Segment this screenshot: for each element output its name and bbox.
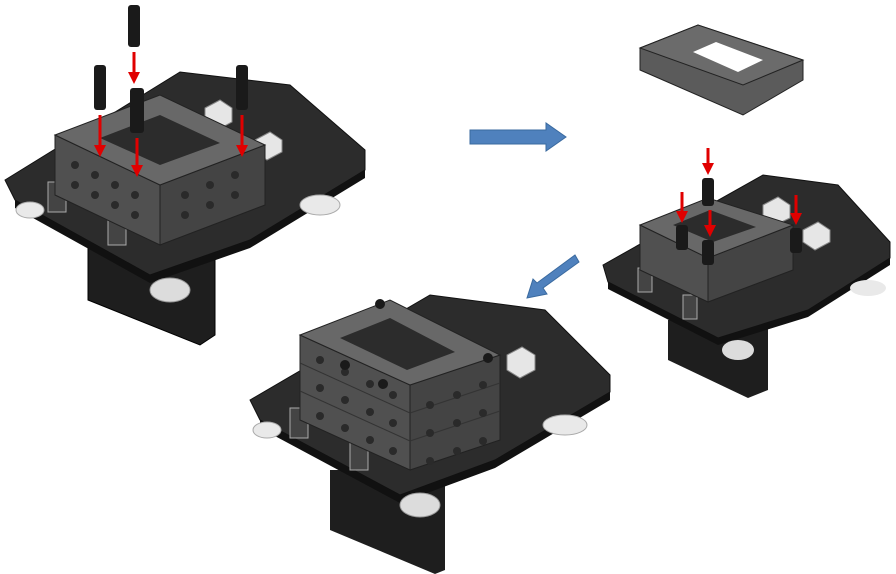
pin: [130, 88, 144, 133]
pin: [128, 5, 140, 47]
flow-arrow-down-left: [525, 252, 580, 302]
pin: [236, 65, 248, 110]
pin: [94, 65, 106, 110]
step-2-assembly: [598, 20, 896, 400]
step-1-assembly: [0, 0, 380, 350]
caster-ball: [149, 277, 191, 303]
flow-arrow-right: [468, 122, 568, 152]
step-3-result: [245, 290, 615, 574]
